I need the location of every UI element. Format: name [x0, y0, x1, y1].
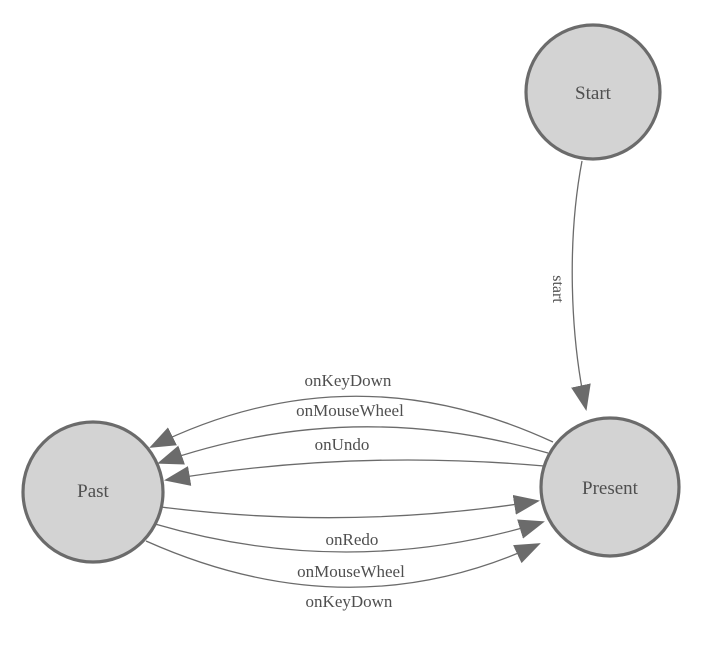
edge-line-onkeydown-bottom	[145, 540, 541, 588]
edge-past-to-present-onredo: onRedo	[160, 494, 540, 549]
node-present-label: Present	[582, 478, 639, 499]
edge-line-onredo	[160, 494, 540, 519]
edge-present-to-past-onmousewheel: onMouseWheel	[157, 401, 549, 465]
node-start: Start	[524, 23, 662, 161]
node-past: Past	[21, 420, 165, 564]
edge-label-onundo: onUndo	[315, 435, 370, 454]
edge-past-to-present-onkeydown: onKeyDown	[145, 540, 541, 611]
node-present: Present	[539, 416, 681, 558]
edge-line-start	[571, 160, 591, 411]
edge-past-to-present-onmousewheel: onMouseWheel	[154, 519, 545, 581]
node-past-circle	[21, 420, 165, 564]
node-past-label: Past	[77, 481, 109, 502]
edge-present-to-past-onkeydown: onKeyDown	[149, 371, 554, 448]
node-present-circle	[539, 416, 681, 558]
edge-label-onmousewheel-bottom: onMouseWheel	[297, 562, 405, 581]
node-start-circle	[524, 23, 662, 161]
edge-line-onmousewheel-bottom	[154, 519, 545, 553]
edge-line-onmousewheel-top	[157, 426, 549, 465]
edge-line-onkeydown-top	[149, 395, 554, 448]
edge-label-start: start	[549, 275, 566, 303]
edge-label-onmousewheel-top: onMouseWheel	[296, 401, 404, 420]
node-start-label: Start	[575, 83, 612, 104]
edge-present-to-past-onundo: onUndo	[164, 435, 545, 486]
edge-start-to-present: start	[549, 160, 591, 411]
edge-label-onkeydown-bottom: onKeyDown	[306, 592, 393, 611]
edge-label-onredo: onRedo	[326, 530, 379, 549]
edge-line-onundo	[164, 459, 545, 486]
edge-label-onkeydown-top: onKeyDown	[305, 371, 392, 390]
